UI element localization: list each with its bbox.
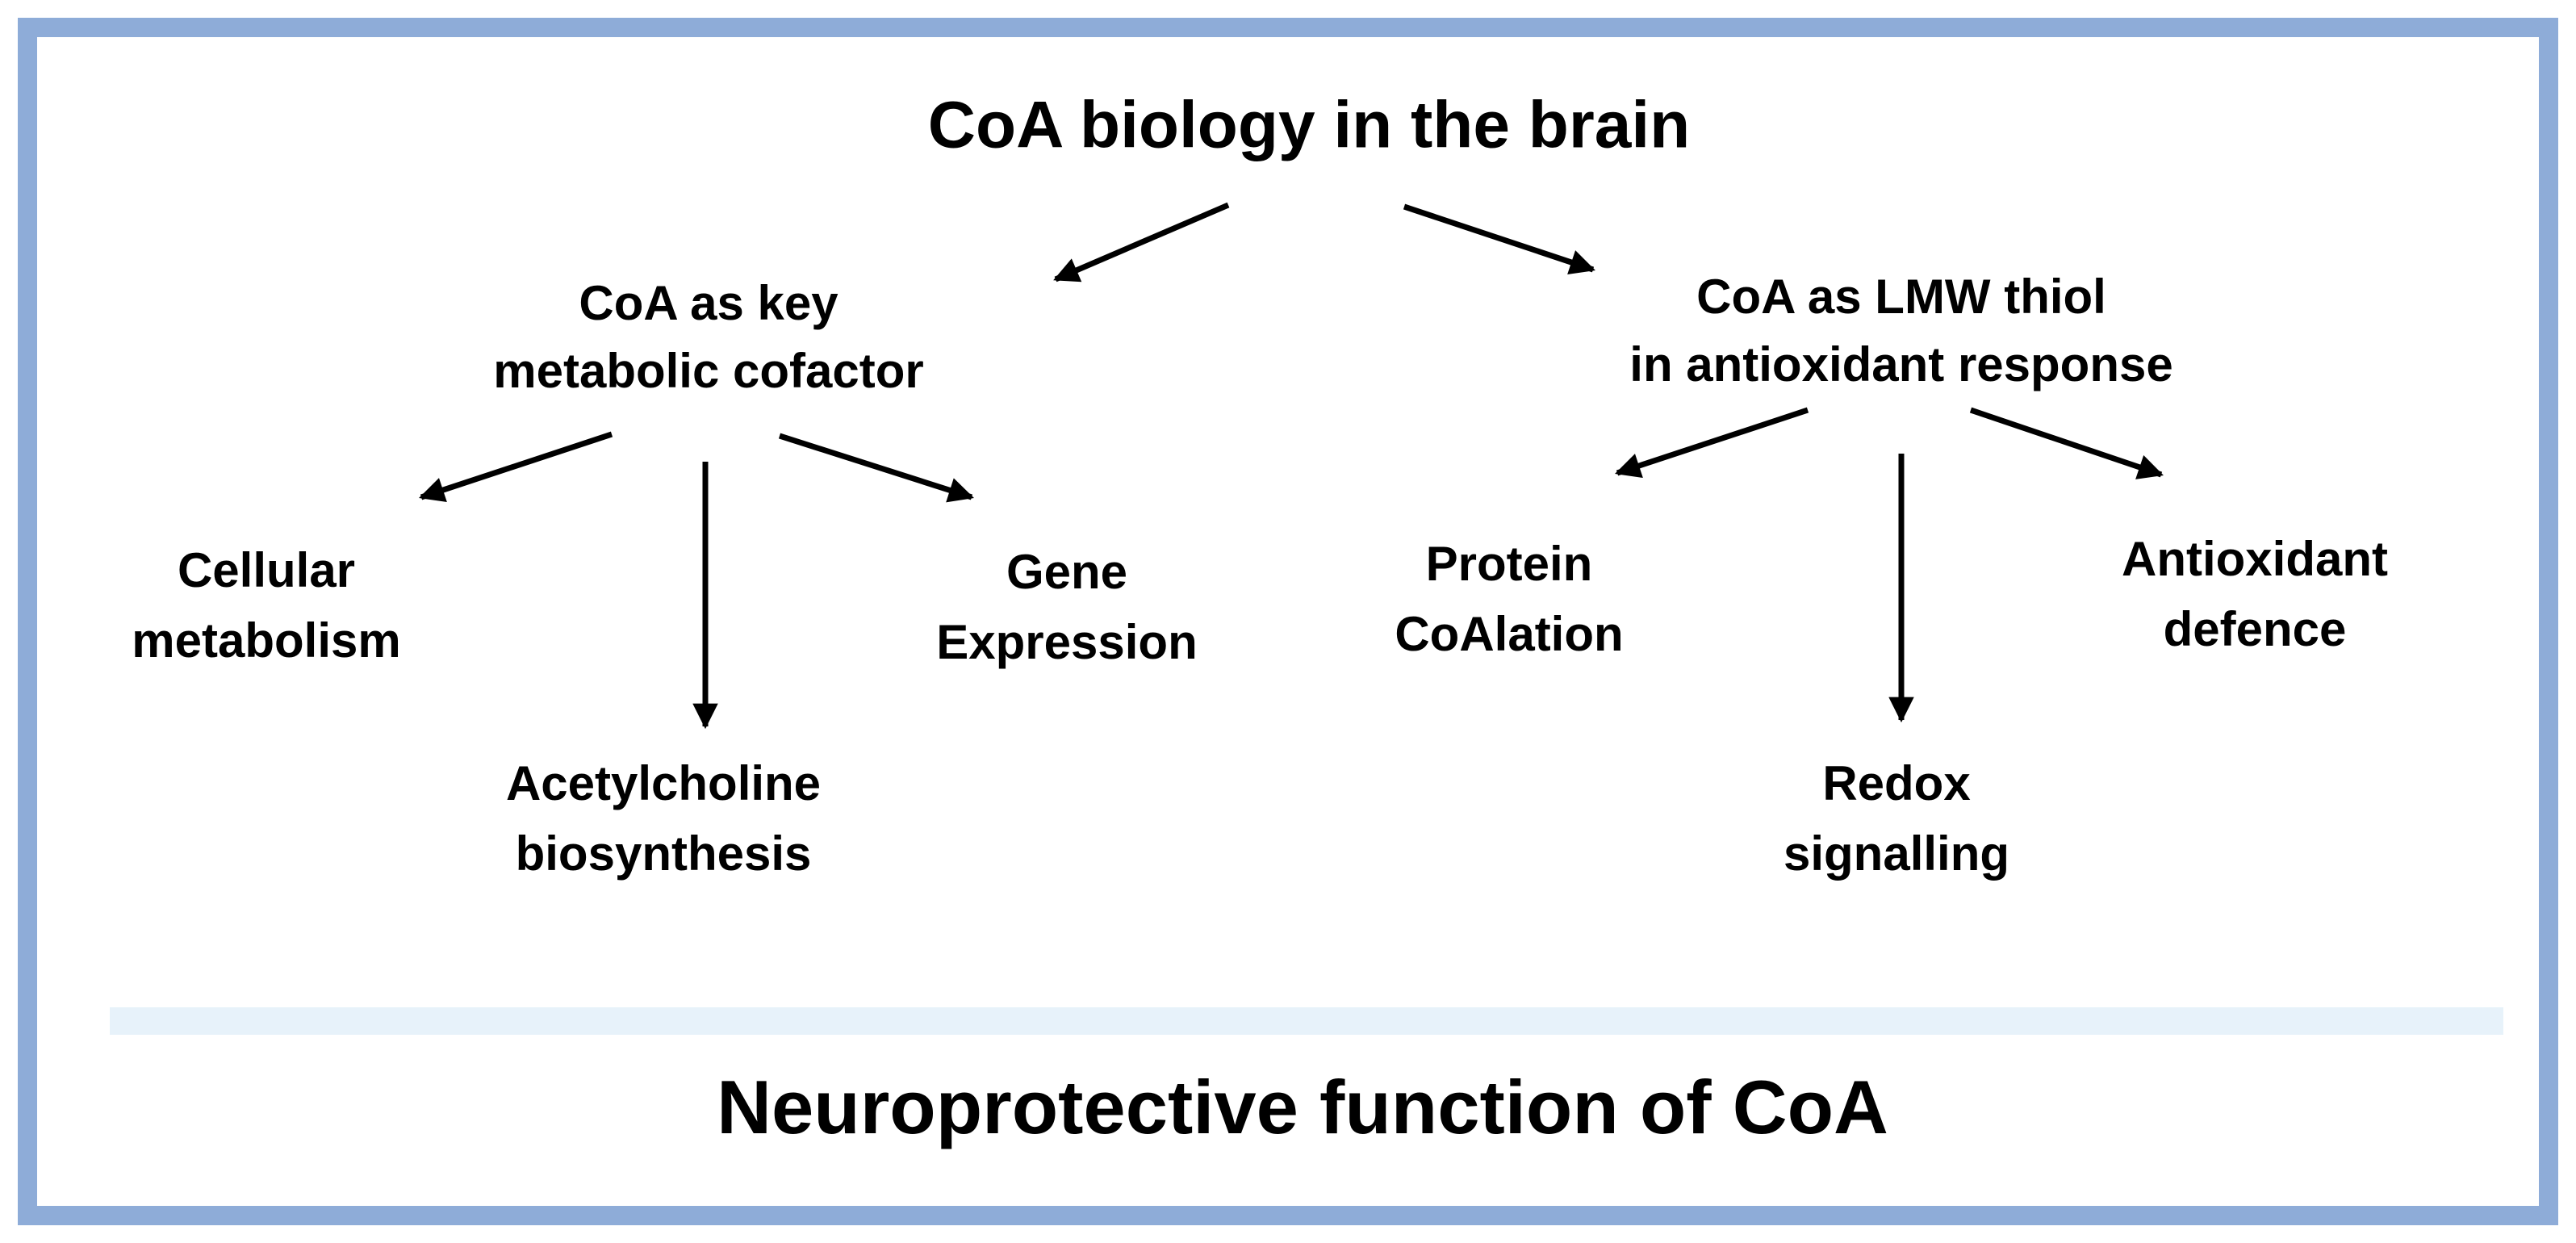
leaf-protein-coalation: Protein CoAlation xyxy=(1395,529,1623,669)
leaf-antioxidant-defence-line-1: Antioxidant xyxy=(2122,532,2388,586)
leaf-protein-coalation-line-2: CoAlation xyxy=(1395,607,1624,661)
node-coa-lmw-thiol: CoA as LMW thiol in antioxidant response xyxy=(1629,263,2172,399)
arrow-cofactor-to-gene-expression xyxy=(778,433,975,503)
leaf-cellular-metabolism: Cellular metabolism xyxy=(132,535,400,676)
node-coa-lmw-thiol-line-1: CoA as LMW thiol xyxy=(1696,270,2106,324)
leaf-acetylcholine-biosynthesis-line-2: biosynthesis xyxy=(515,827,812,881)
leaf-cellular-metabolism-line-1: Cellular xyxy=(177,543,356,597)
arrow-thiol-to-protein-coalation xyxy=(1615,407,1809,479)
node-coa-lmw-thiol-line-2: in antioxidant response xyxy=(1629,337,2173,391)
leaf-redox-signalling-line-2: signalling xyxy=(1783,827,2010,881)
conclusion-text: Neuroprotective function of CoA xyxy=(717,1064,1888,1149)
leaf-protein-coalation-line-1: Protein xyxy=(1425,537,1593,591)
leaf-gene-expression-line-1: Gene xyxy=(1006,545,1128,599)
leaf-acetylcholine-biosynthesis: Acetylcholine biosynthesis xyxy=(506,748,821,889)
leaf-antioxidant-defence: Antioxidant defence xyxy=(2122,524,2388,664)
arrow-cofactor-to-cellular-metabolism xyxy=(419,431,613,503)
arrow-title-to-lmw-thiol xyxy=(1403,203,1595,274)
arrow-title-to-metabolic-cofactor xyxy=(1053,202,1230,282)
node-coa-metabolic-cofactor: CoA as key metabolic cofactor xyxy=(493,270,923,405)
leaf-gene-expression: Gene Expression xyxy=(936,537,1197,677)
leaf-redox-signalling-line-1: Redox xyxy=(1822,756,1971,810)
diagram-title: CoA biology in the brain xyxy=(927,88,1691,162)
node-coa-metabolic-cofactor-line-1: CoA as key xyxy=(579,276,838,330)
leaf-acetylcholine-biosynthesis-line-1: Acetylcholine xyxy=(505,756,822,810)
leaf-gene-expression-line-2: Expression xyxy=(936,615,1198,669)
arrow-thiol-to-antioxidant-defence xyxy=(1969,407,2164,479)
separator-band xyxy=(110,1007,2503,1035)
node-coa-metabolic-cofactor-line-2: metabolic cofactor xyxy=(493,344,924,398)
leaf-cellular-metabolism-line-2: metabolism xyxy=(132,613,401,668)
leaf-antioxidant-defence-line-2: defence xyxy=(2163,602,2347,656)
leaf-redox-signalling: Redox signalling xyxy=(1784,748,2009,889)
